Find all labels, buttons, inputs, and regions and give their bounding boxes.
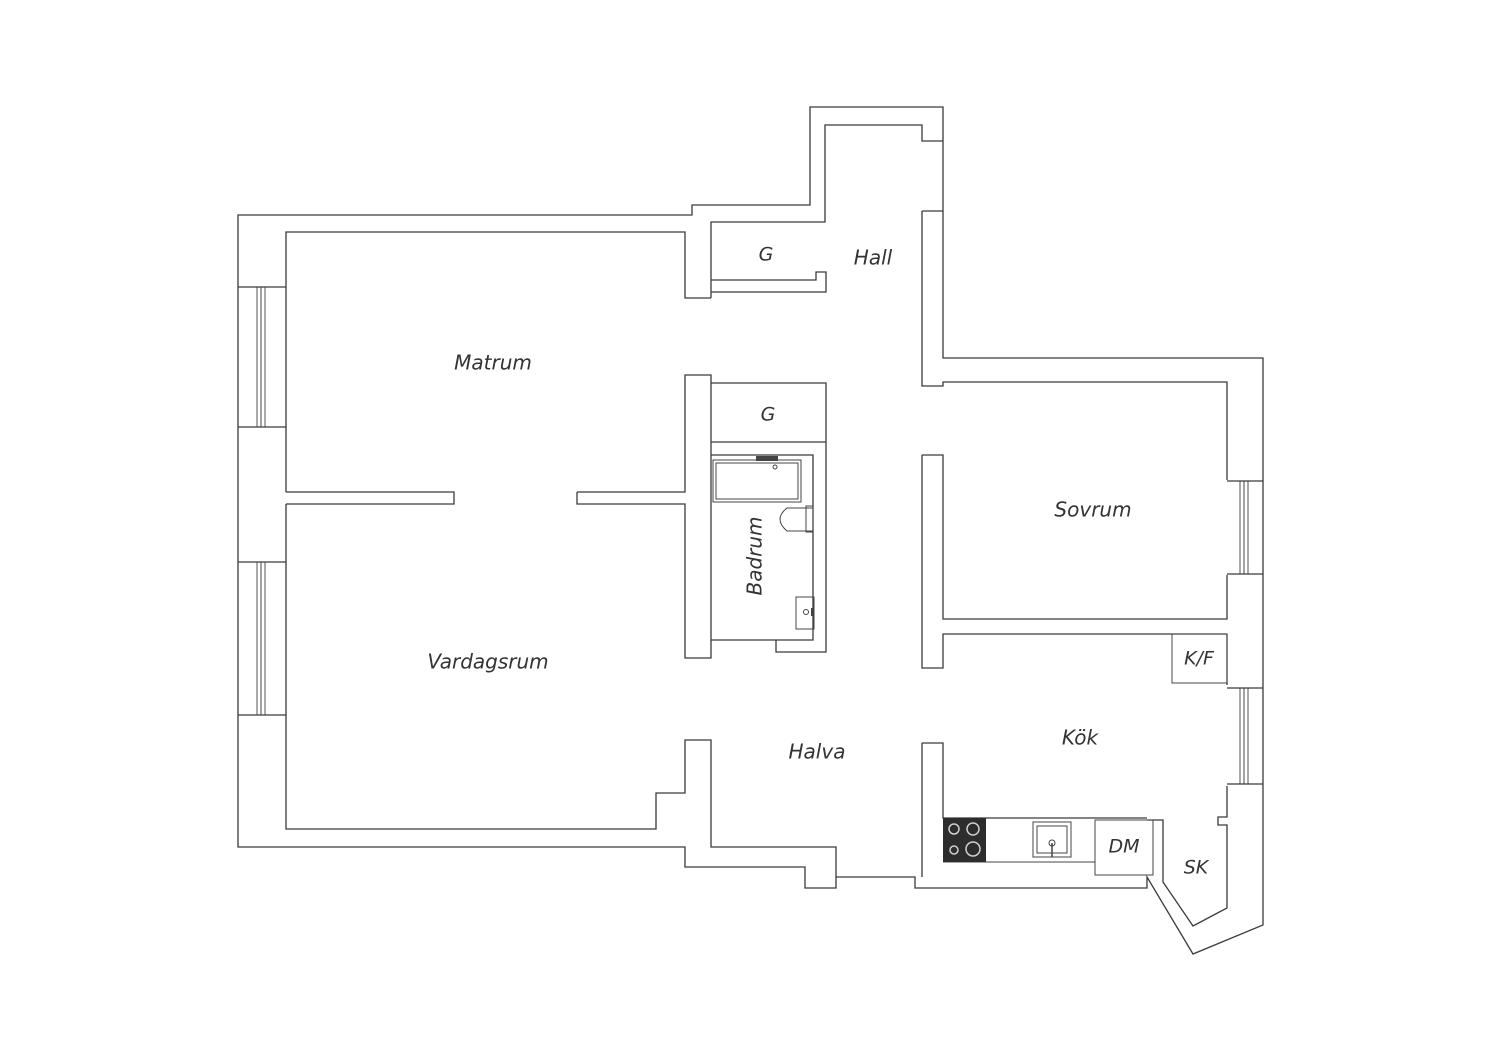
toilet-tank [805,505,814,533]
fridge-freezer-box [1171,633,1228,684]
wall-divider-left [286,491,455,505]
wall-matrum-inner [285,231,711,492]
room-label-kok: Kök [1062,726,1100,750]
bathroom-walls [710,382,827,653]
bathroom-sink [795,596,815,630]
window-sovrum [1239,480,1249,575]
room-label-vardagsrum: Vardagsrum [427,650,548,674]
bathtub-tap [756,456,778,461]
kitchen-walls [921,634,1228,927]
stove-burner-3 [949,845,959,855]
room-label-sovrum: Sovrum [1054,498,1131,522]
label-cupboard: SK [1184,857,1210,879]
window-matrum [256,286,266,428]
bathtub-drain [772,464,778,470]
wall-hall-east [921,210,1228,480]
window-vardagsrum [256,561,266,716]
closet-top-walls [710,124,943,298]
window-jambs [238,286,1263,785]
window-kok [1239,687,1249,785]
room-label-hall: Hall [854,246,893,270]
stove-burner-2 [966,822,980,836]
label-fridge-freezer: K/F [1184,648,1215,670]
room-label-badrum: Badrum [743,516,767,595]
stove [943,818,986,862]
sovrum-walls [921,454,1228,669]
toilet [779,507,814,532]
bathroom-sink-drain [803,609,809,615]
room-label-closet-mid: G [761,404,776,426]
kitchen-counter [943,819,1154,876]
label-dishwasher: DM [1108,836,1139,858]
room-label-halva: Halva [789,740,846,764]
bathtub-inner [715,462,799,500]
room-label-closet-top: G [759,244,774,266]
wall-vardagsrum-inner [285,504,837,877]
wall-divider-right [576,374,712,659]
bathtub [712,459,802,503]
stove-burner-1 [948,823,960,835]
outer-wall-outline [237,106,1264,955]
stove-burner-4 [965,841,981,857]
room-label-matrum: Matrum [454,351,532,375]
